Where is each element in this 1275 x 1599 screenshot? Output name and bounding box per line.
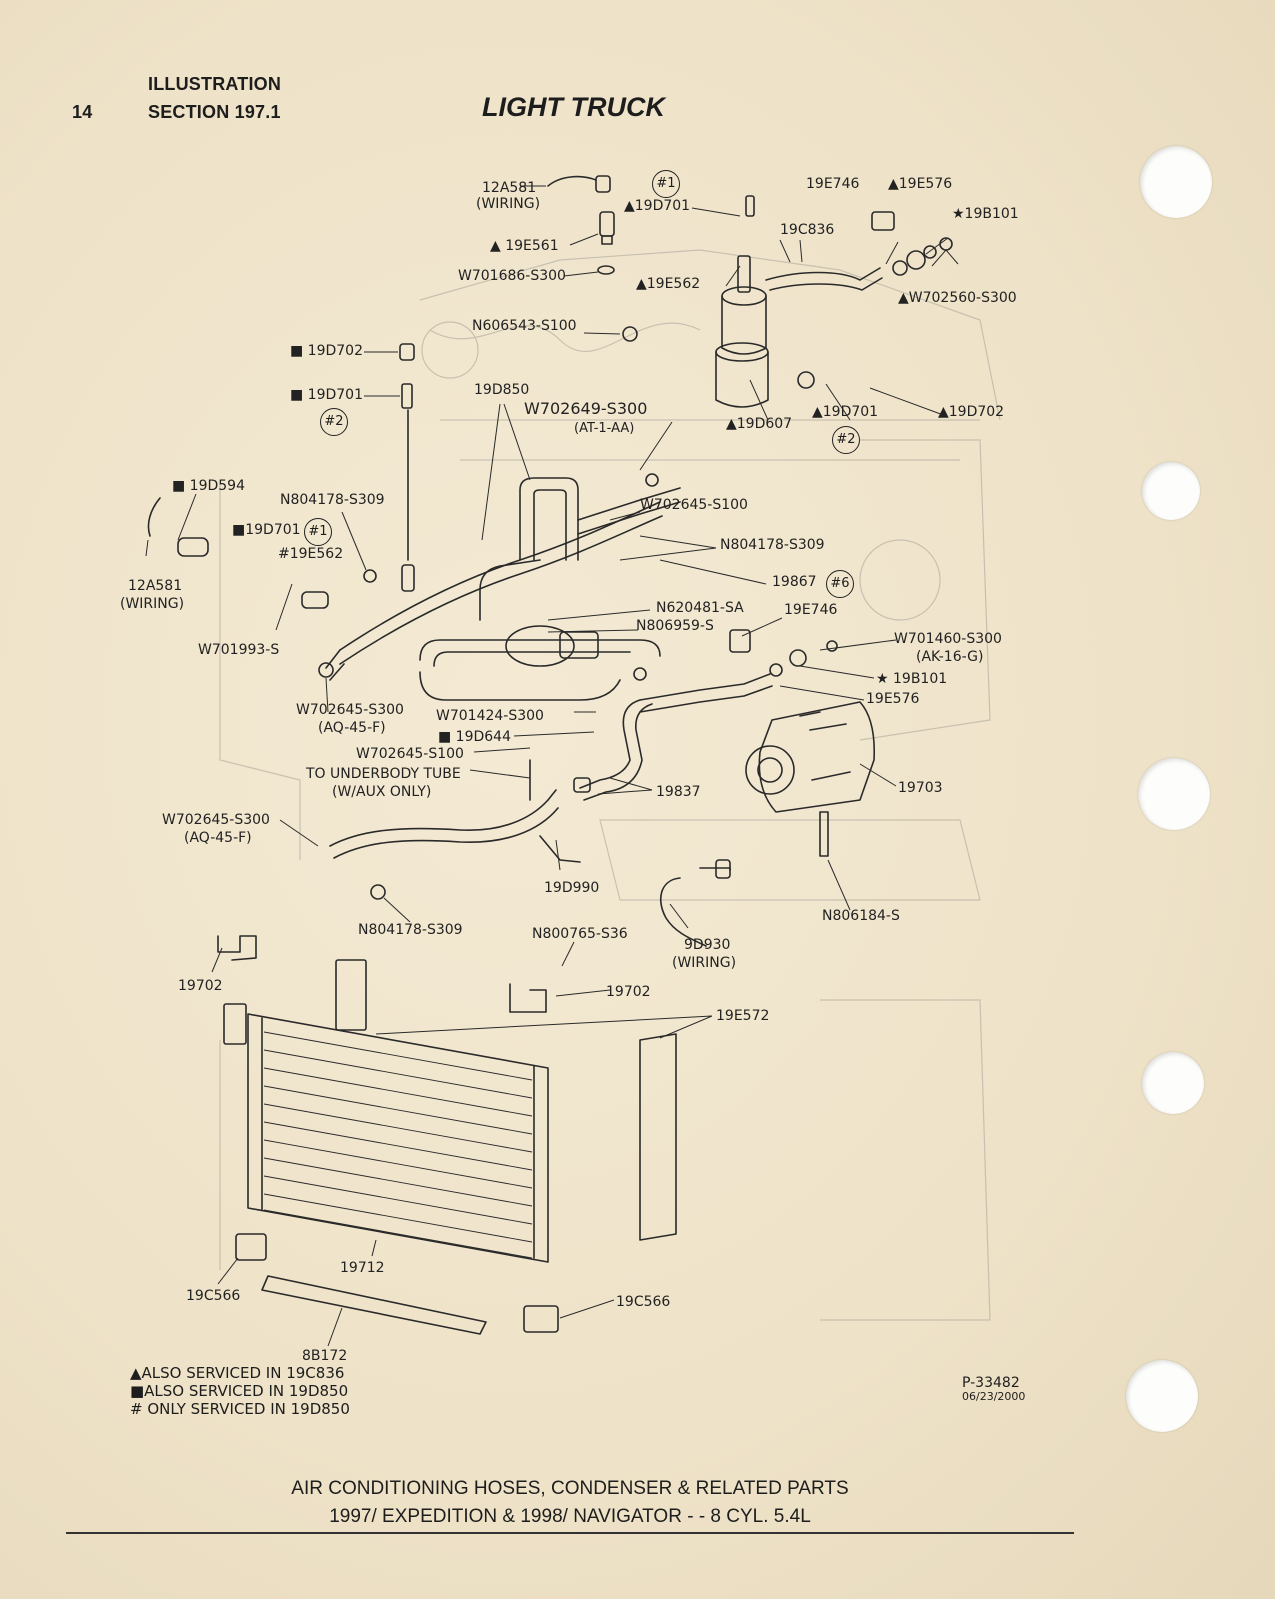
label-19d607: ▲19D607 — [726, 416, 793, 432]
label-19c566-left: 19C566 — [186, 1288, 241, 1304]
label-n804178-b: N804178-S309 — [720, 537, 825, 553]
legend-line-3: # ONLY SERVICED IN 19D850 — [130, 1400, 350, 1418]
label-19d644: ■ 19D644 — [438, 729, 511, 745]
label-12a581-top: 12A581 — [482, 180, 537, 196]
label-19d701-left: ■ 19D701 — [290, 387, 363, 403]
label-19e576-mid: 19E576 — [866, 691, 920, 707]
label-w702645-s300-a: W702645-S300 — [296, 702, 404, 718]
binder-hole-3 — [1138, 758, 1210, 830]
label-n800765: N800765-S36 — [532, 926, 628, 942]
linework — [147, 175, 953, 1335]
label-n804178-c: N804178-S309 — [358, 922, 463, 938]
label-n806184: N806184-S — [822, 908, 900, 924]
footer-rule — [66, 1532, 1074, 1534]
page-number: 14 — [72, 102, 93, 122]
label-wiring-top: (WIRING) — [476, 196, 541, 212]
caption-line-1: AIR CONDITIONING HOSES, CONDENSER & RELA… — [291, 1478, 849, 1499]
label-19d594: ■ 19D594 — [172, 478, 245, 494]
label-19b101-mid: ★ 19B101 — [876, 671, 948, 687]
reference-number: P-33482 — [962, 1375, 1020, 1391]
label-wiring-left: (WIRING) — [120, 596, 185, 612]
label-underbody-line-1: TO UNDERBODY TUBE — [306, 766, 461, 782]
label-n620481: N620481-SA — [656, 600, 744, 616]
label-underbody-line-2: (W/AUX ONLY) — [332, 784, 432, 800]
condenser-fins — [263, 1031, 533, 1259]
label-w701424: W701424-S300 — [436, 708, 544, 724]
label-9d930: 9D930 — [684, 937, 731, 953]
label-19837: 19837 — [656, 784, 701, 800]
label-19e746-top: 19E746 — [806, 176, 860, 192]
label-n606543: N606543-S100 — [472, 318, 577, 334]
background-engine-outline — [219, 249, 1001, 1321]
label-19712: 19712 — [340, 1260, 385, 1276]
label-19702-left: 19702 — [178, 978, 223, 994]
label-w701686: W701686-S300 — [458, 268, 566, 284]
binder-hole-5 — [1126, 1360, 1198, 1432]
label-8b172: 8B172 — [302, 1348, 348, 1364]
label-19e562-mid: #19E562 — [278, 546, 344, 562]
label-n806959: N806959-S — [636, 618, 714, 634]
label-19e572: 19E572 — [716, 1008, 770, 1024]
binder-hole-4 — [1142, 1052, 1204, 1114]
binder-hole-1 — [1140, 146, 1212, 218]
label-ak16g: (AK-16-G) — [916, 649, 984, 665]
callout-circle-2-right: #2 — [832, 426, 860, 454]
label-19d701-right: ▲19D701 — [812, 404, 879, 420]
label-19d701-top: ▲19D701 — [624, 198, 691, 214]
label-19e576-top: ▲19E576 — [888, 176, 953, 192]
label-19d990: 19D990 — [544, 880, 600, 896]
label-w702645-s100-a: W702645-S100 — [640, 497, 748, 513]
callout-circle-1-mid: #1 — [304, 518, 332, 546]
section-line-1: ILLUSTRATION — [148, 74, 282, 94]
label-12a581-left: 12A581 — [128, 578, 183, 594]
label-19d701-mid: ■19D701 — [232, 522, 301, 538]
page-title: LIGHT TRUCK — [482, 92, 665, 122]
label-19e561: ▲ 19E561 — [490, 238, 559, 254]
label-w702645-s300-b: W702645-S300 — [162, 812, 270, 828]
label-19702-mid: 19702 — [606, 984, 651, 1000]
legend-line-1: ▲ALSO SERVICED IN 19C836 — [130, 1364, 345, 1382]
caption-line-2: 1997/ EXPEDITION & 1998/ NAVIGATOR - - 8… — [329, 1506, 811, 1527]
callout-circle-2-left: #2 — [320, 408, 348, 436]
label-w701993: W701993-S — [198, 642, 280, 658]
label-w702649: W702649-S300 — [524, 399, 648, 418]
label-wiring-bottom: (WIRING) — [672, 955, 737, 971]
leader-lines — [145, 185, 959, 1347]
section-line-2: SECTION 197.1 — [148, 102, 281, 122]
legend-line-2: ■ALSO SERVICED IN 19D850 — [130, 1382, 349, 1400]
service-legend: ▲ALSO SERVICED IN 19C836 ■ALSO SERVICED … — [130, 1364, 350, 1418]
label-aq45f-b: (AQ-45-F) — [184, 830, 252, 846]
callout-circle-6: #6 — [826, 570, 854, 598]
callout-circle-1-top: #1 — [652, 170, 680, 198]
label-aq45f-a: (AQ-45-F) — [318, 720, 386, 736]
label-19c566-right: 19C566 — [616, 1294, 671, 1310]
label-19b101-top: ★19B101 — [952, 206, 1019, 222]
illustration-reference: P-33482 06/23/2000 — [962, 1376, 1025, 1404]
label-w702645-s100-b: W702645-S100 — [356, 746, 464, 762]
label-w702560: ▲W702560-S300 — [898, 290, 1017, 306]
label-19867: 19867 — [772, 574, 817, 590]
label-at1aa: (AT-1-AA) — [574, 421, 635, 436]
label-19d850: 19D850 — [474, 382, 530, 398]
label-19d702-left: ■ 19D702 — [290, 343, 363, 359]
label-19d702-right: ▲19D702 — [938, 404, 1005, 420]
label-19e746-mid: 19E746 — [784, 602, 838, 618]
reference-date: 06/23/2000 — [962, 1390, 1026, 1403]
binder-hole-2 — [1142, 462, 1200, 520]
label-19703: 19703 — [898, 780, 943, 796]
label-n804178-a: N804178-S309 — [280, 492, 385, 508]
label-w701460: W701460-S300 — [894, 631, 1002, 647]
label-19c836: 19C836 — [780, 222, 835, 238]
label-19e562-top: ▲19E562 — [636, 276, 701, 292]
